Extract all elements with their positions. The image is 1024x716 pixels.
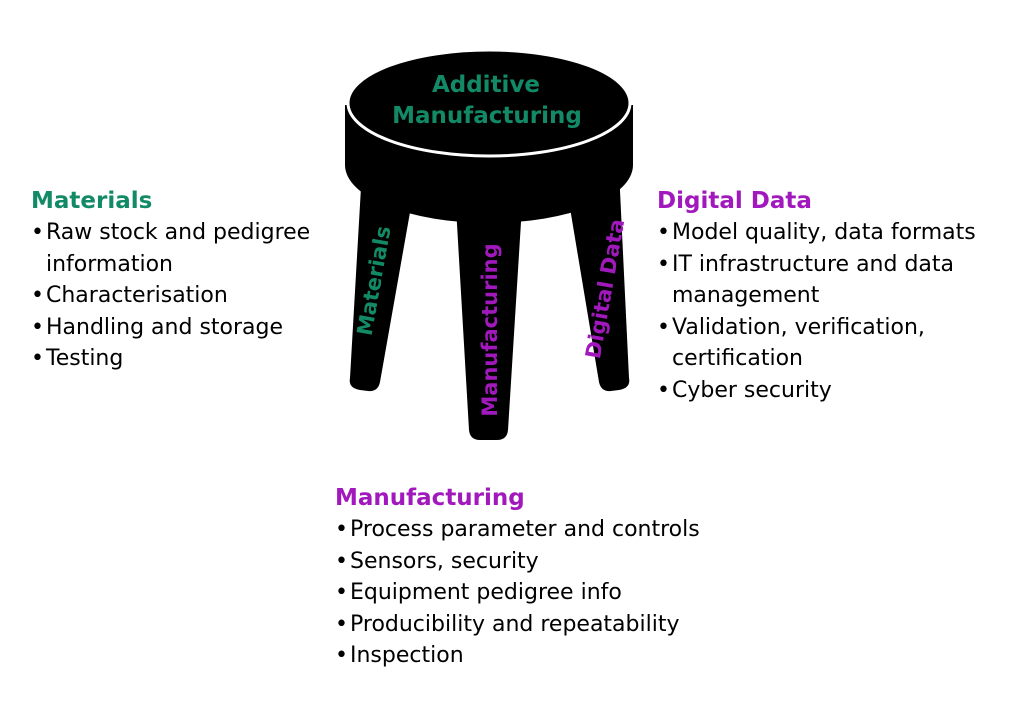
leg-label-manufacturing: Manufacturing — [478, 243, 502, 416]
seat-label-line2: Manufacturing — [392, 103, 582, 129]
materials-list: Raw stock and pedigree information Chara… — [31, 217, 361, 375]
list-item: Equipment pedigree info — [335, 577, 765, 609]
manufacturing-list: Process parameter and controls Sensors, … — [335, 514, 765, 672]
stool-seat-top — [346, 48, 632, 158]
digital-data-block: Digital Data Model quality, data formats… — [657, 186, 1019, 406]
materials-block: Materials Raw stock and pedigree informa… — [31, 186, 361, 375]
list-item: Raw stock and pedigree information — [31, 217, 361, 280]
list-item: Cyber security — [657, 375, 1019, 407]
stool-leg-middle — [455, 190, 523, 440]
list-item: Sensors, security — [335, 546, 765, 578]
digital-data-title: Digital Data — [657, 188, 812, 214]
stool-leg-left — [349, 170, 415, 392]
seat-label-line1: Additive — [432, 72, 540, 98]
digital-data-list: Model quality, data formats IT infrastru… — [657, 217, 1019, 406]
list-item: Model quality, data formats — [657, 217, 1019, 249]
list-item: Testing — [31, 343, 361, 375]
list-item: Inspection — [335, 640, 765, 672]
manufacturing-title: Manufacturing — [335, 485, 525, 511]
list-item: Process parameter and controls — [335, 514, 765, 546]
list-item: IT infrastructure and data management — [657, 249, 1019, 312]
list-item: Characterisation — [31, 280, 361, 312]
materials-title: Materials — [31, 188, 153, 214]
list-item: Producibility and repeatability — [335, 609, 765, 641]
manufacturing-block: Manufacturing Process parameter and cont… — [335, 483, 765, 672]
list-item: Validation, verification, certification — [657, 312, 1019, 375]
stool-leg-right — [566, 170, 630, 392]
list-item: Handling and storage — [31, 312, 361, 344]
